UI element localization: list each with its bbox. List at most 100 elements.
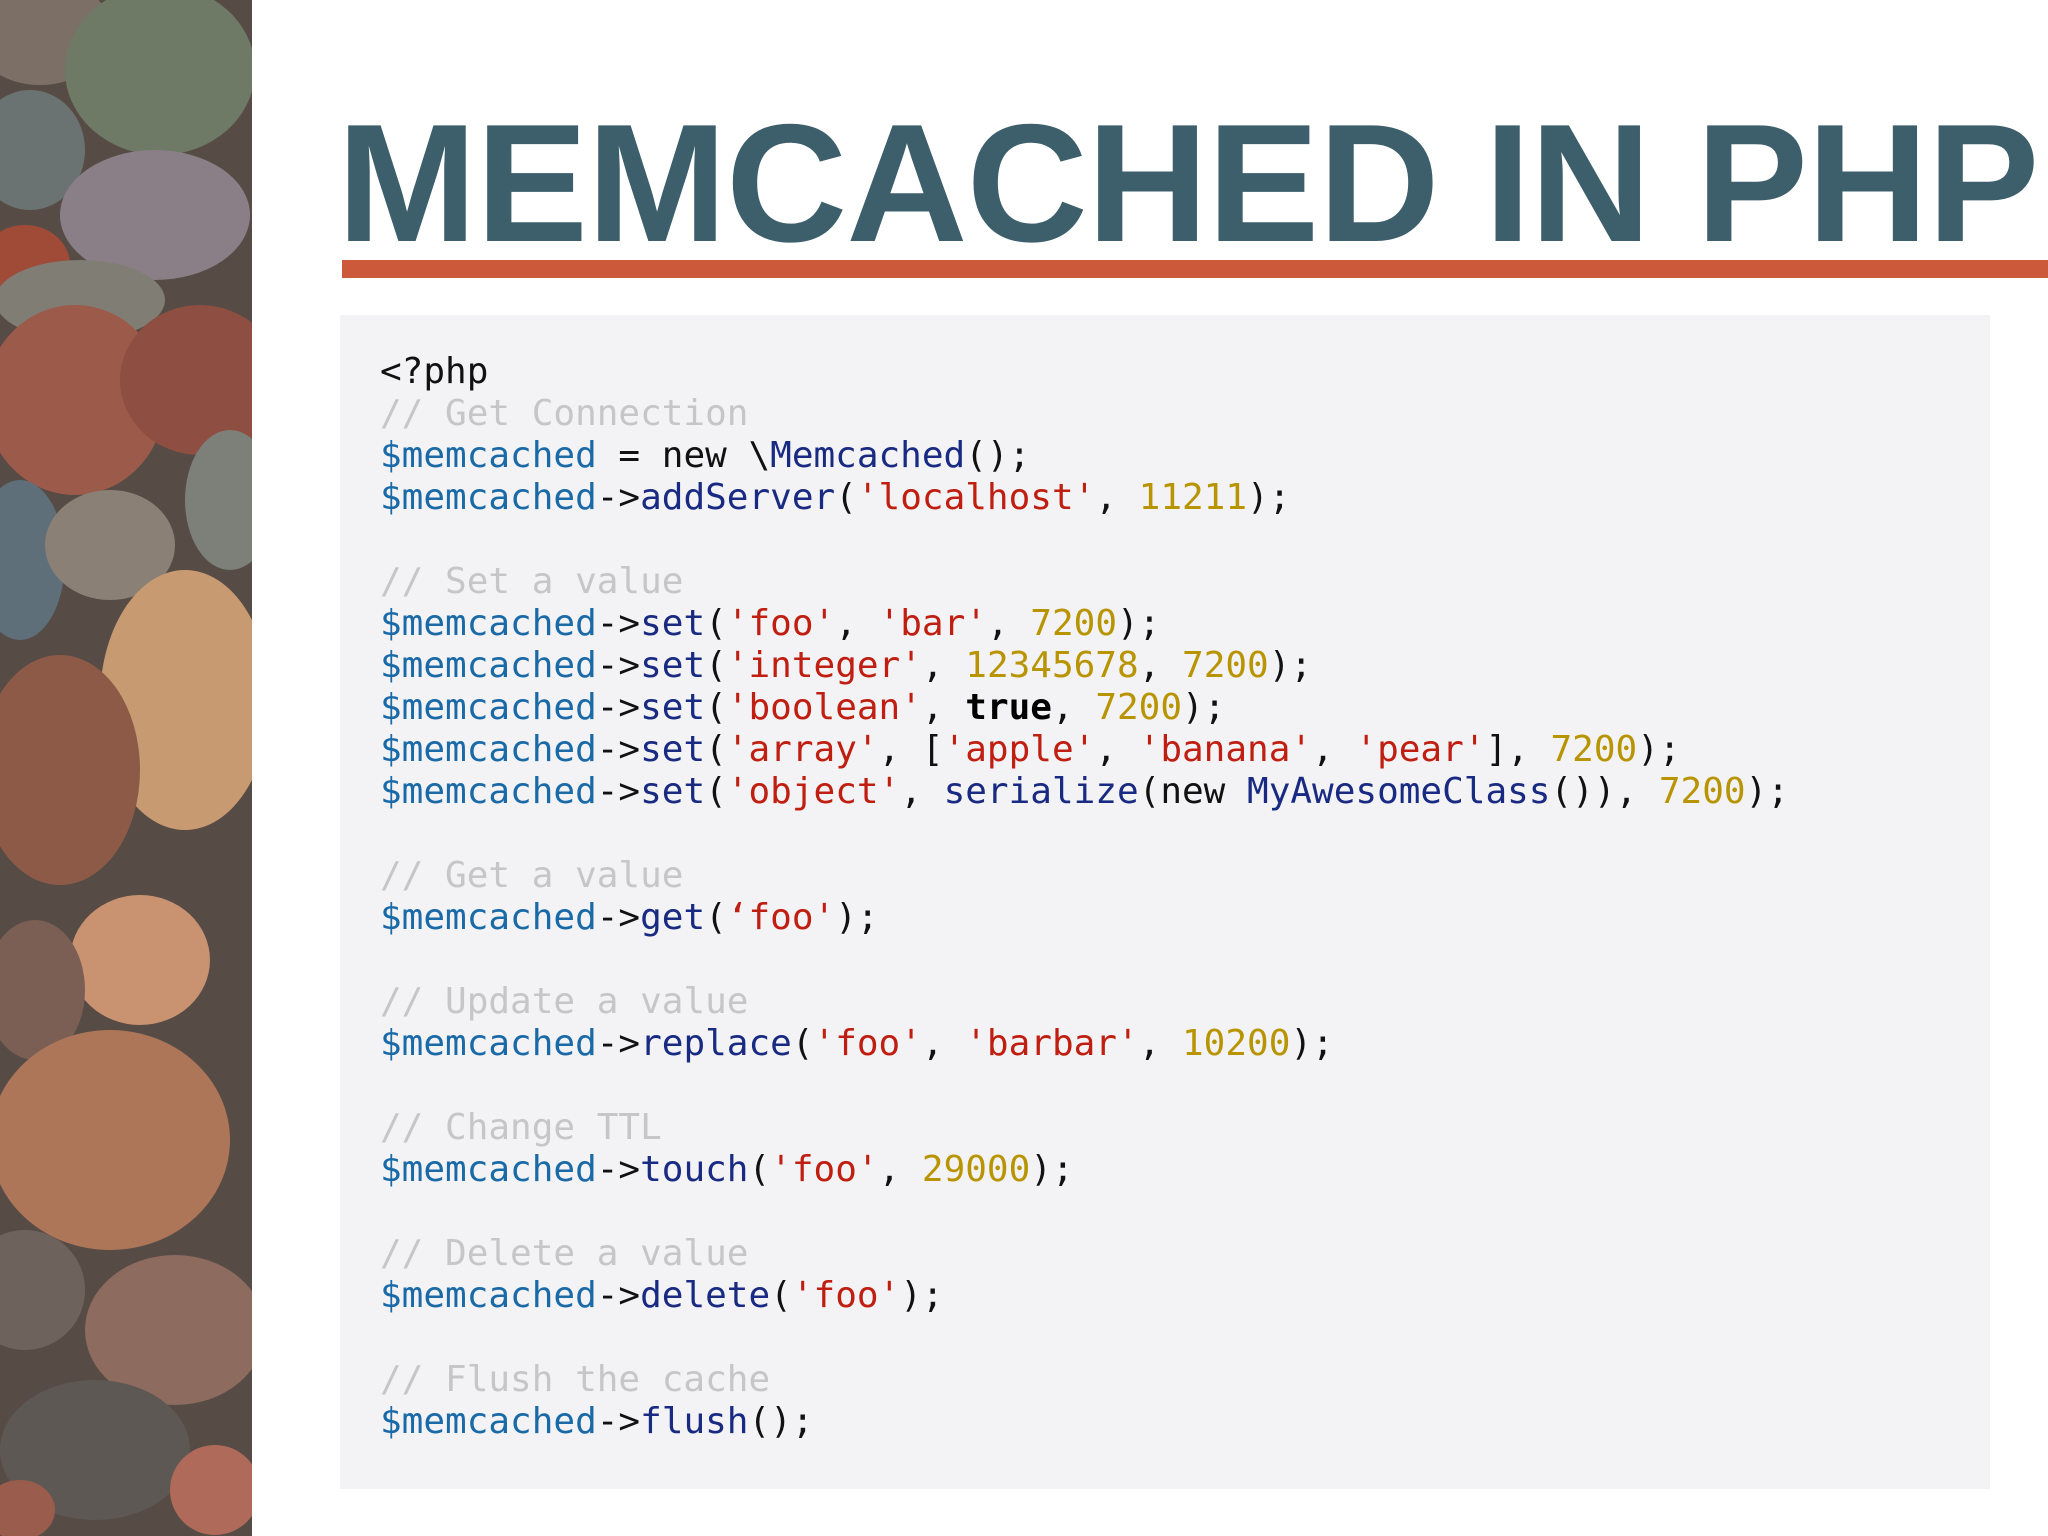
code-text: ( — [705, 729, 727, 770]
decorative-stones-image — [0, 0, 252, 1536]
code-block: <?php// Get Connection$memcached = new \… — [340, 315, 1990, 1489]
code-line: $memcached->addServer('localhost', 11211… — [380, 477, 1789, 519]
code-number: 7200 — [1658, 771, 1746, 812]
code-string: 'banana' — [1138, 729, 1313, 770]
code-line: // Change TTL — [380, 1107, 1789, 1149]
code-comment: // Change TTL — [380, 1107, 662, 1148]
code-text: ()), — [1550, 771, 1659, 812]
code-text: ( — [835, 477, 857, 518]
code-text: ], — [1485, 729, 1551, 770]
code-line: // Get a value — [380, 855, 1789, 897]
code-text: ); — [1030, 1149, 1074, 1190]
code-text: ); — [1268, 645, 1313, 686]
code-variable: $memcached — [380, 645, 597, 686]
code-variable: $memcached — [380, 435, 597, 476]
code-line: $memcached->replace('foo', 'barbar', 102… — [380, 1023, 1789, 1065]
code-function: MyAwesomeClass — [1247, 771, 1551, 812]
code-text: -> — [596, 645, 641, 686]
code-text: -> — [596, 687, 641, 728]
code-text: -> — [596, 897, 641, 938]
code-text: ); — [900, 1275, 944, 1316]
code-string: 'integer' — [726, 645, 922, 686]
code-string: 'foo' — [791, 1275, 901, 1316]
code-variable: $memcached — [380, 897, 597, 938]
code-function: set — [640, 729, 706, 770]
code-number: 10200 — [1182, 1023, 1291, 1064]
code-function: touch — [640, 1149, 749, 1190]
code-number: 29000 — [921, 1149, 1031, 1190]
code-line: $memcached->flush(); — [380, 1401, 1789, 1443]
code-text: ( — [705, 687, 727, 728]
code-line: $memcached->set('integer', 12345678, 720… — [380, 645, 1789, 687]
code-text: ); — [1290, 1023, 1334, 1064]
code-function: get — [640, 897, 706, 938]
code-text: = new \ — [596, 435, 771, 476]
code-variable: $memcached — [380, 603, 597, 644]
code-text: (); — [965, 435, 1031, 476]
code-line: // Delete a value — [380, 1233, 1789, 1275]
code-comment: // Set a value — [380, 561, 684, 602]
code-text: , — [921, 1023, 966, 1064]
code-line — [380, 1191, 1789, 1233]
code-keyword: true — [965, 687, 1052, 728]
code-text: ); — [1117, 603, 1161, 644]
code-text: ); — [1637, 729, 1681, 770]
code-text: -> — [596, 1401, 641, 1442]
code-text: ( — [705, 603, 727, 644]
code-string: 'pear' — [1355, 729, 1486, 770]
code-function: replace — [640, 1023, 792, 1064]
code-text: , — [986, 603, 1031, 644]
code-number: 7200 — [1550, 729, 1638, 770]
code-text: -> — [596, 1275, 641, 1316]
code-line — [380, 1065, 1789, 1107]
code-text: ( — [705, 645, 727, 686]
code-text: , — [835, 603, 879, 644]
code-line: // Flush the cache — [380, 1359, 1789, 1401]
code-number: 7200 — [1030, 603, 1117, 644]
code-string: 'boolean' — [726, 687, 922, 728]
code-variable: $memcached — [380, 477, 597, 518]
code-text: -> — [596, 1149, 641, 1190]
code-variable: $memcached — [380, 687, 597, 728]
code-text: -> — [596, 477, 641, 518]
code-line — [380, 519, 1789, 561]
code-string: 'foo' — [813, 1023, 922, 1064]
code-line — [380, 813, 1789, 855]
code-line: // Set a value — [380, 561, 1789, 603]
code-function: Memcached — [770, 435, 966, 476]
code-function: addServer — [640, 477, 836, 518]
code-function: set — [640, 603, 706, 644]
code-string: ‘foo' — [726, 897, 836, 938]
code-text: , — [1095, 729, 1139, 770]
code-function: serialize — [943, 771, 1139, 812]
code-text: ( — [705, 897, 727, 938]
code-line: $memcached->set('array', ['apple', 'bana… — [380, 729, 1789, 771]
code-number: 12345678 — [965, 645, 1139, 686]
code-string: 'array' — [726, 729, 879, 770]
code-text: ( — [748, 1149, 771, 1190]
code-line: // Update a value — [380, 981, 1789, 1023]
code-comment: // Flush the cache — [380, 1359, 771, 1400]
code-function: set — [640, 645, 706, 686]
code-text: <?php — [380, 351, 489, 392]
code-text: (); — [748, 1401, 814, 1442]
code-text: ); — [1182, 687, 1226, 728]
code-function: set — [640, 687, 706, 728]
code-text: ( — [791, 1023, 814, 1064]
code-string: 'barbar' — [965, 1023, 1139, 1064]
code-text: , — [921, 645, 966, 686]
code-text: , — [900, 771, 944, 812]
code-line: $memcached->set('boolean', true, 7200); — [380, 687, 1789, 729]
code-text: ); — [835, 897, 879, 938]
code-text: ( — [705, 771, 727, 812]
code-text: -> — [596, 771, 641, 812]
slide-title: MEMCACHED IN PHP — [337, 89, 2039, 277]
code-text: , — [1138, 645, 1183, 686]
code-text: , — [1138, 1023, 1182, 1064]
code-text: , — [1312, 729, 1356, 770]
code-line: $memcached->get(‘foo'); — [380, 897, 1789, 939]
code-line — [380, 1317, 1789, 1359]
code-string: 'foo' — [726, 603, 836, 644]
code-text: , — [921, 687, 966, 728]
code-text: -> — [596, 1023, 641, 1064]
